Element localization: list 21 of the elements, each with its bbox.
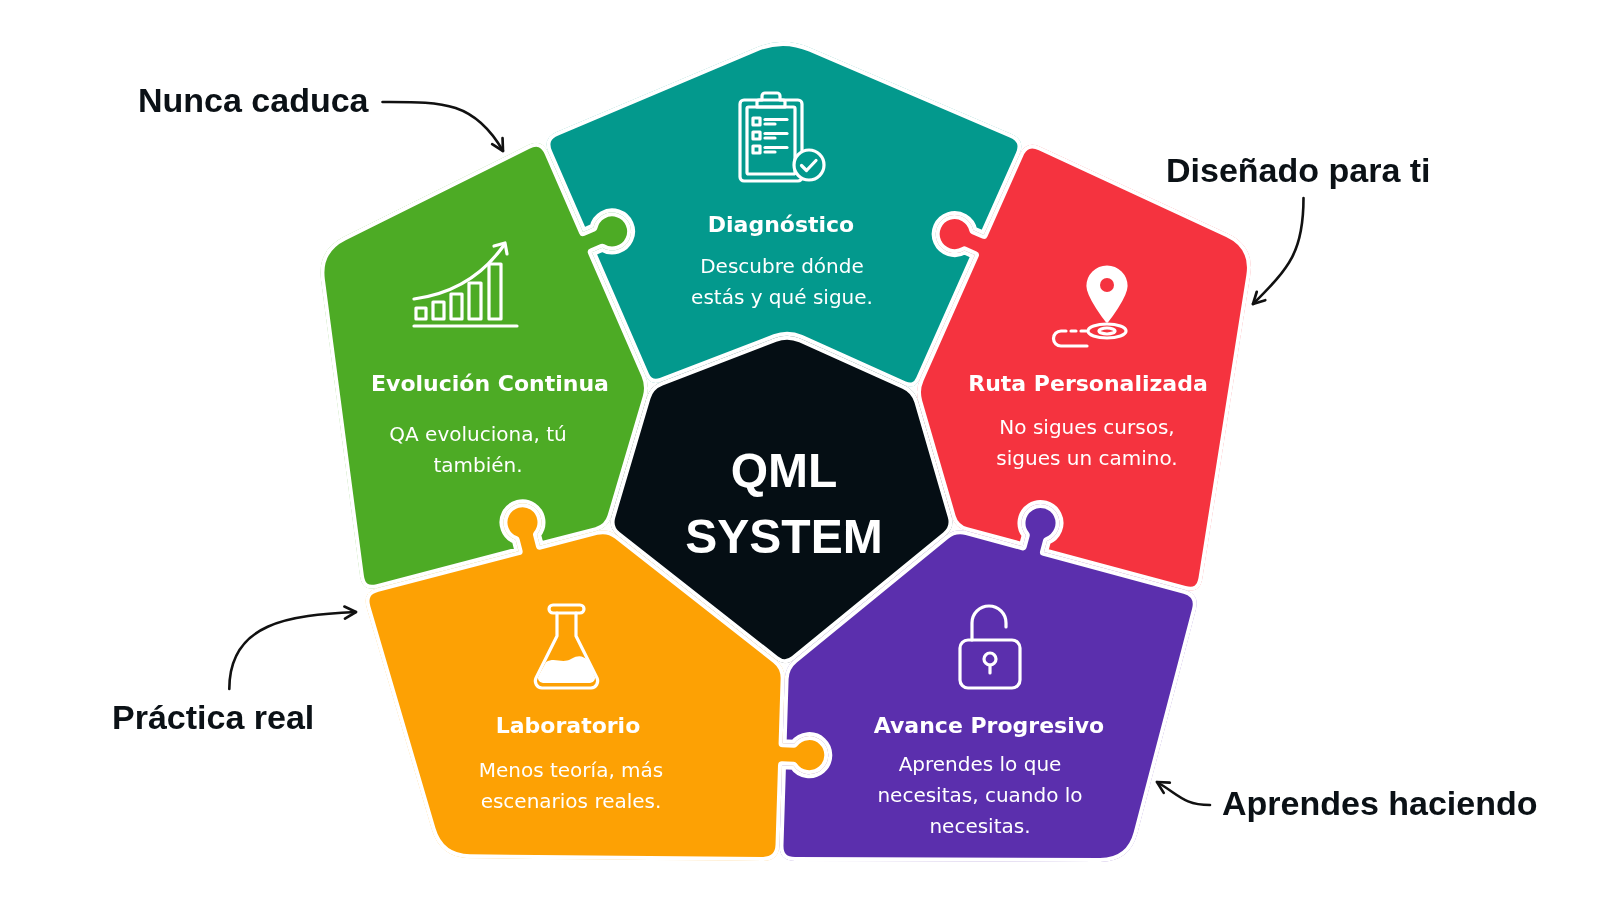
piece-description: Descubre dónde estás y qué sigue. <box>690 253 874 311</box>
hub-title: QML SYSTEM <box>684 443 884 565</box>
piece-description: QA evoluciona, tú también. <box>388 421 568 479</box>
curved-arrow <box>381 100 505 153</box>
handwritten-note: Práctica real <box>112 697 315 737</box>
piece-title: Laboratorio <box>494 712 642 740</box>
piece-title: Avance Progresivo <box>872 712 1106 740</box>
piece-title: Diagnóstico <box>706 211 856 239</box>
center-hexagon <box>610 335 953 664</box>
piece-description: Aprendes lo que necesitas, cuando lo necesitas. <box>876 751 1084 840</box>
piece-description: No sigues cursos, sigues un camino. <box>995 414 1179 472</box>
curved-arrow <box>1155 780 1212 807</box>
handwritten-note: Nunca caduca <box>138 80 369 120</box>
handwritten-note: Diseñado para ti <box>1166 150 1431 190</box>
piece-title: Evolución Continua <box>370 370 610 398</box>
curved-arrow <box>1251 196 1305 306</box>
piece-description: Menos teoría, más escenarios reales. <box>477 757 665 815</box>
curved-arrow <box>228 605 358 691</box>
puzzle-piece <box>320 142 649 589</box>
handwritten-note: Aprendes haciendo <box>1222 783 1538 823</box>
piece-title: Ruta Personalizada <box>967 370 1209 398</box>
